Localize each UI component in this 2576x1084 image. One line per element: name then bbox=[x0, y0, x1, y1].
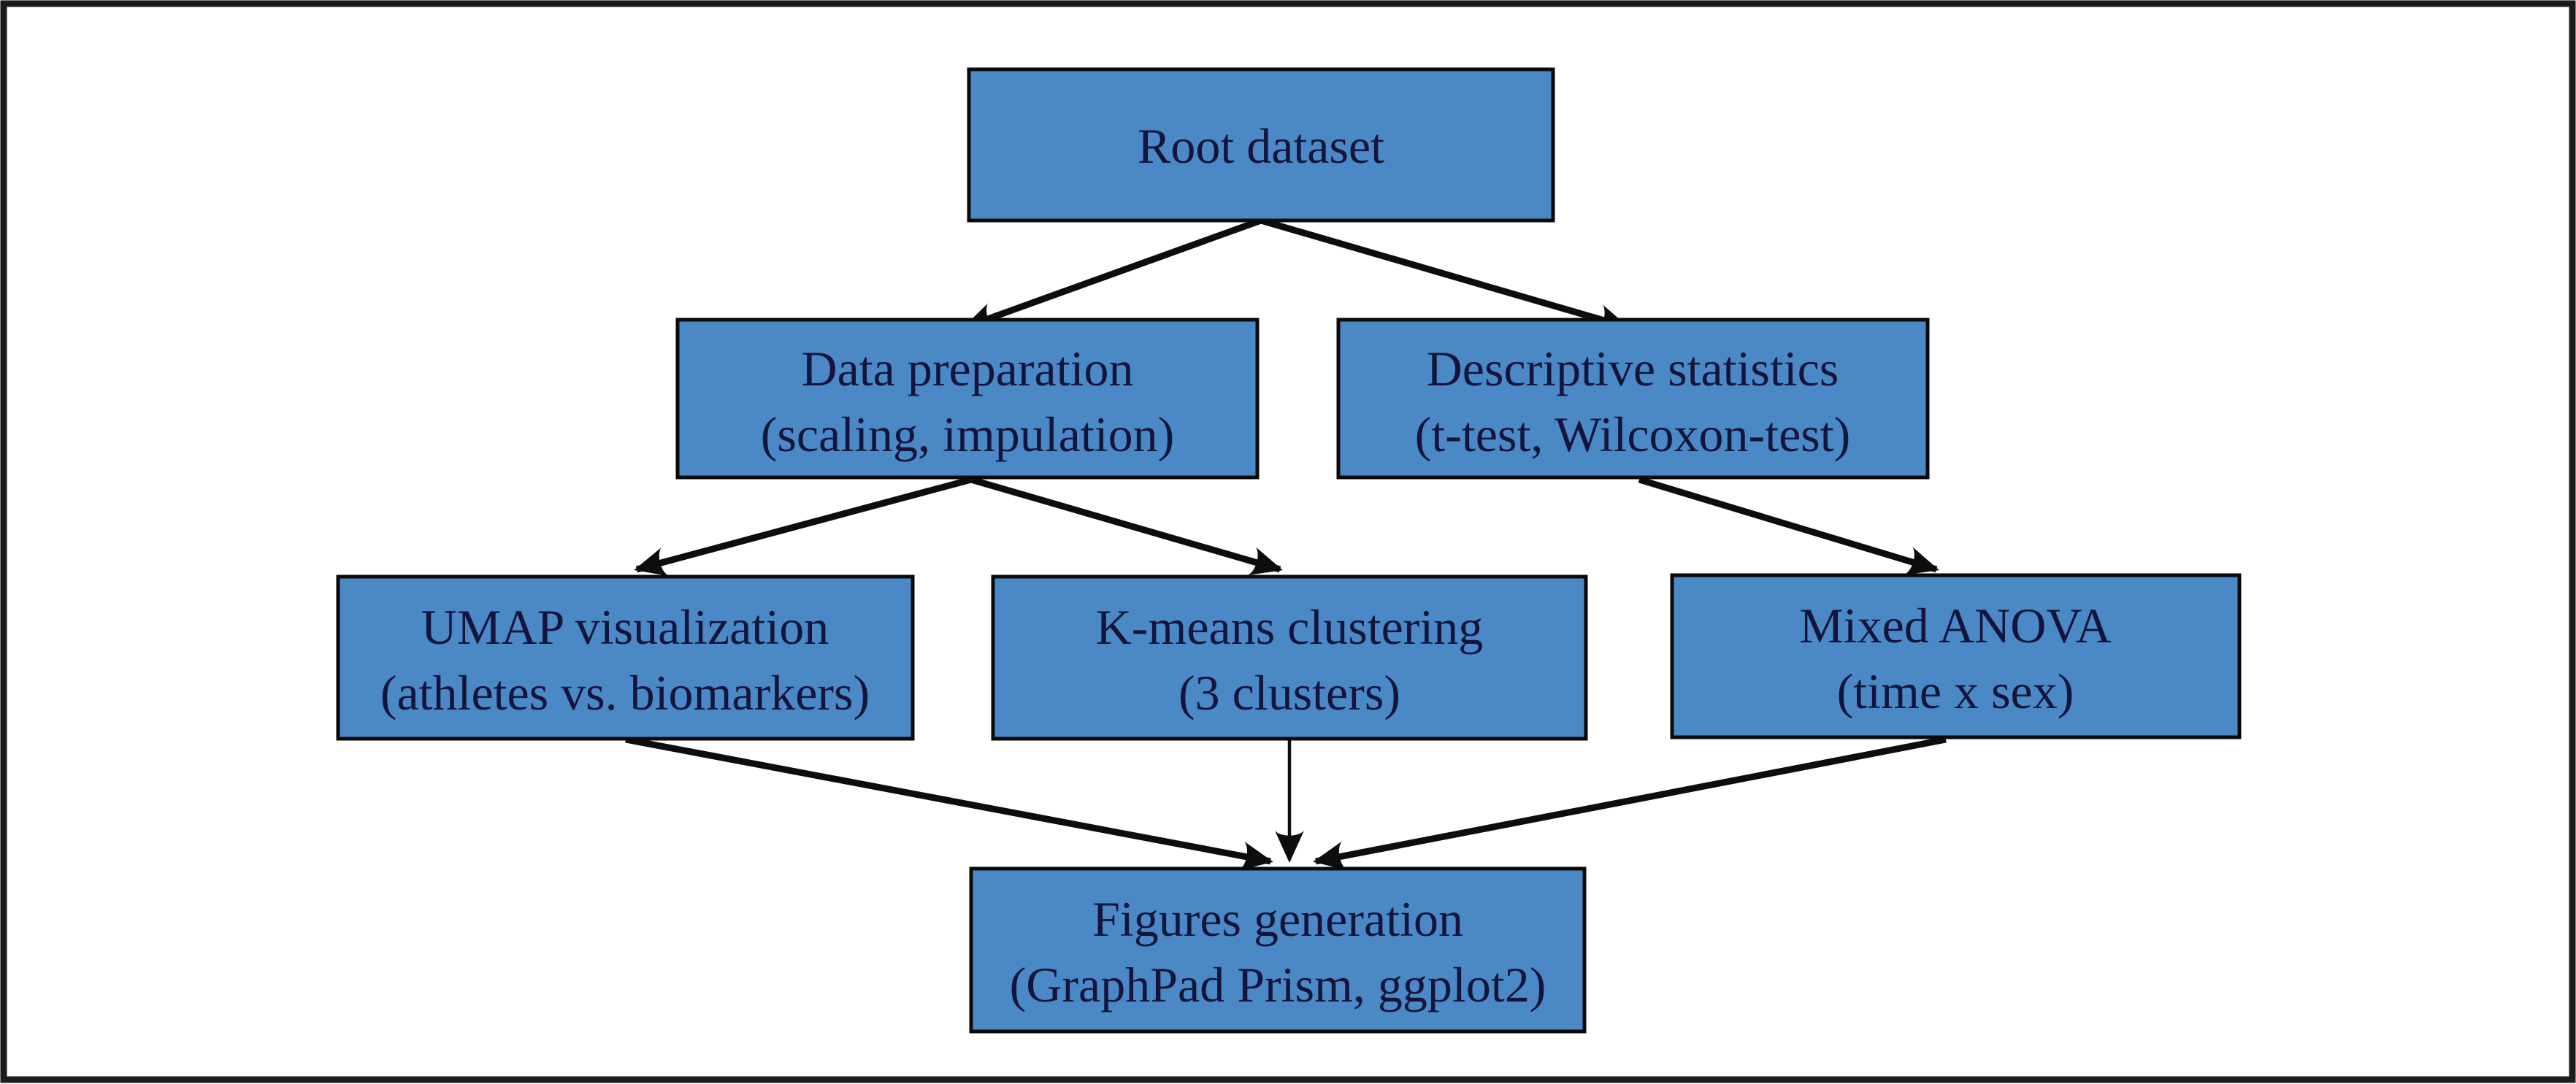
node-kmeans-clustering-label: K-means clustering bbox=[1096, 599, 1484, 655]
node-kmeans-clustering-sublabel: (3 clusters) bbox=[1178, 665, 1400, 720]
node-figures-generation-box bbox=[969, 866, 1587, 1034]
node-data-preparation-sublabel: (scaling, impulation) bbox=[761, 407, 1175, 462]
arrow-data-preparation-to-kmeans bbox=[970, 476, 1283, 576]
node-mixed-anova-sublabel: (time x sex) bbox=[1837, 664, 2074, 719]
arrow-mixed-anova-to-figures bbox=[1313, 736, 1947, 871]
node-figures-generation-label: Figures generation bbox=[1092, 891, 1463, 947]
node-kmeans-clustering-box bbox=[991, 574, 1588, 741]
node-figures-generation-sublabel: (GraphPad Prism, ggplot2) bbox=[1010, 957, 1546, 1012]
node-mixed-anova-label: Mixed ANOVA bbox=[1799, 598, 2112, 653]
node-figures-generation: Figures generation (GraphPad Prism, ggpl… bbox=[969, 866, 1587, 1034]
node-descriptive-statistics-box bbox=[1336, 318, 1930, 480]
arrow-descriptive-statistics-to-mixed-anova bbox=[1638, 476, 1939, 575]
node-descriptive-statistics: Descriptive statistics (t-test, Wilcoxon… bbox=[1336, 318, 1930, 480]
node-descriptive-statistics-label: Descriptive statistics bbox=[1427, 341, 1839, 396]
arrow-umap-to-figures bbox=[625, 736, 1273, 871]
node-root-dataset-box bbox=[967, 67, 1555, 223]
node-descriptive-statistics-sublabel: (t-test, Wilcoxon-test) bbox=[1415, 407, 1851, 462]
node-kmeans-clustering: K-means clustering (3 clusters) bbox=[991, 574, 1588, 741]
node-umap-visualization-label: UMAP visualization bbox=[421, 599, 829, 655]
node-umap-visualization-sublabel: (athletes vs. biomarkers) bbox=[380, 665, 870, 720]
node-root-dataset-label: Root dataset bbox=[1138, 118, 1384, 174]
edges bbox=[625, 217, 1947, 871]
arrow-root-to-data-preparation bbox=[962, 217, 1262, 331]
node-data-preparation: Data preparation (scaling, impulation) bbox=[675, 318, 1260, 480]
node-mixed-anova-box bbox=[1670, 573, 2242, 739]
arrow-root-to-descriptive-statistics bbox=[1260, 217, 1630, 334]
node-mixed-anova: Mixed ANOVA (time x sex) bbox=[1670, 573, 2242, 739]
node-data-preparation-box bbox=[675, 318, 1260, 480]
node-umap-visualization-box bbox=[336, 574, 915, 741]
node-data-preparation-label: Data preparation bbox=[802, 341, 1134, 396]
node-root-dataset: Root dataset bbox=[967, 67, 1555, 223]
arrow-data-preparation-to-umap bbox=[634, 476, 973, 576]
node-umap-visualization: UMAP visualization (athletes vs. biomark… bbox=[336, 574, 915, 741]
